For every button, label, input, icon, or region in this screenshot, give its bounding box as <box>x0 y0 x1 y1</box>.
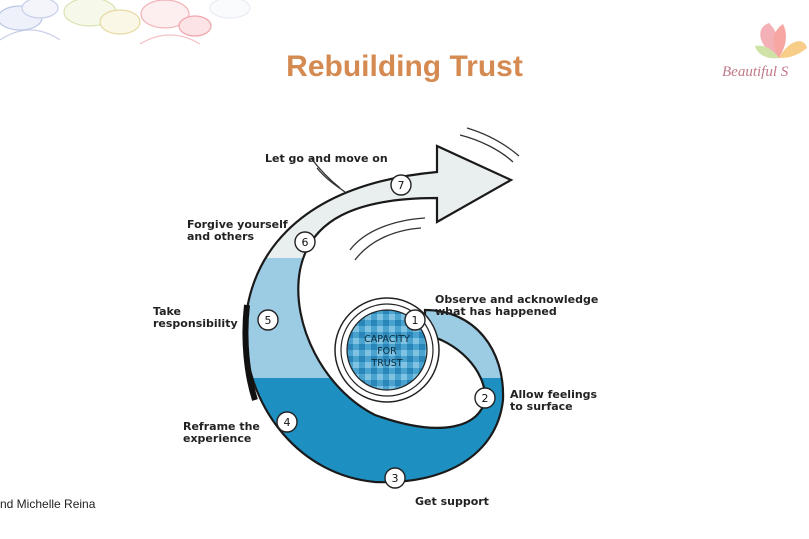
step-label-line: what has happened <box>435 305 557 318</box>
step-number-7: 7 <box>398 179 405 192</box>
step-marker-4: 4 <box>276 411 298 433</box>
step-label-line: Allow feelings <box>510 388 598 401</box>
step-marker-6: 6 <box>294 231 316 253</box>
center-text-2: FOR <box>377 346 397 357</box>
step-label-7: Let go and move on <box>265 152 388 165</box>
credit-text: nd Michelle Reina <box>0 497 96 511</box>
page-title: Rebuilding Trust <box>286 50 523 83</box>
step-label-line: Take <box>153 305 181 318</box>
step-label-line: experience <box>183 432 251 445</box>
step-marker-7: 7 <box>390 174 412 196</box>
step-number-4: 4 <box>284 416 291 429</box>
step-marker-1: 1 <box>404 309 426 331</box>
step-number-2: 2 <box>482 392 489 405</box>
step-label-line: to surface <box>510 400 573 413</box>
step-label-line: Forgive yourself <box>187 218 288 231</box>
step-label-line: Let go and move on <box>265 152 388 165</box>
step-marker-2: 2 <box>474 387 496 409</box>
spiral-shadow <box>242 304 258 401</box>
step-number-3: 3 <box>392 472 399 485</box>
flower-decoration <box>0 0 251 45</box>
step-label-line: Observe and acknowledge <box>435 293 598 306</box>
step-number-6: 6 <box>302 236 309 249</box>
center-text-1: CAPACITY <box>364 334 410 345</box>
step-label-line: Get support <box>415 495 489 508</box>
brand-logo <box>755 23 807 59</box>
step-label-3: Get support <box>415 495 489 508</box>
step-number-5: 5 <box>265 314 272 327</box>
step-number-1: 1 <box>412 314 419 327</box>
motion-lines <box>310 127 520 261</box>
step-marker-5: 5 <box>257 309 279 331</box>
step-marker-3: 3 <box>384 467 406 489</box>
logo-text: Beautiful S <box>722 64 789 80</box>
step-label-line: and others <box>187 230 254 243</box>
step-label-line: responsibility <box>153 317 238 330</box>
center-text-3: TRUST <box>370 358 402 369</box>
step-label-line: Reframe the <box>183 420 260 433</box>
trust-spiral-diagram: CAPACITY FOR TRUST 1 2 3 4 5 6 7 Observe and a… <box>125 110 655 530</box>
